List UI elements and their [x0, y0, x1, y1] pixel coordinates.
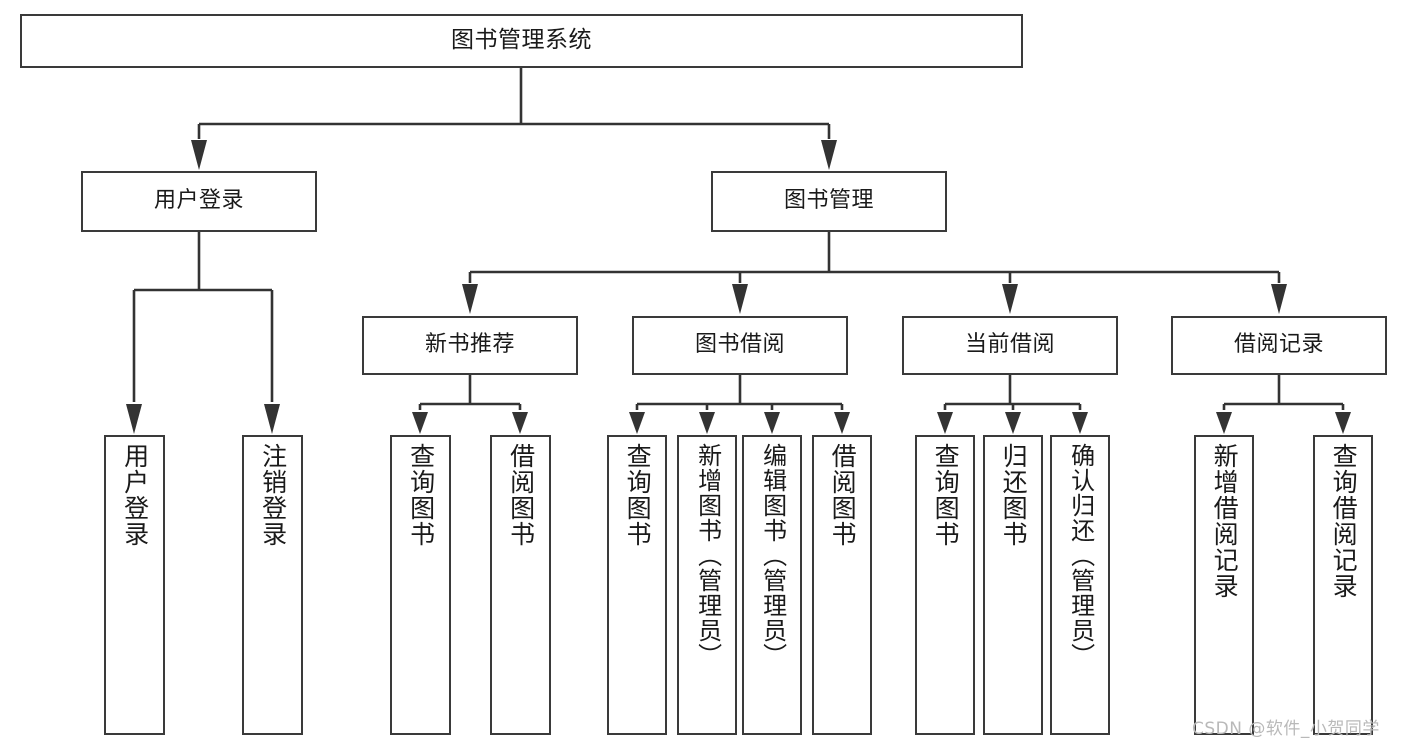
node-label: 查询图书 — [931, 443, 961, 547]
node-label: 新书推荐 — [424, 332, 515, 358]
node-label: 新增借阅记录 — [1210, 443, 1240, 599]
leaf-record-query-record[interactable]: 查询借阅记录 — [1313, 435, 1373, 735]
node-new-book-recommend[interactable]: 新书推荐 — [362, 316, 578, 375]
leaf-borrow-add-book-admin[interactable]: 新增图书（管理员） — [677, 435, 737, 735]
node-label: 借阅记录 — [1233, 332, 1324, 358]
node-borrow-record[interactable]: 借阅记录 — [1171, 316, 1387, 375]
node-label: 归还图书 — [999, 443, 1029, 547]
leaf-current-query-book[interactable]: 查询图书 — [915, 435, 975, 735]
csdn-watermark: CSDN @软件_小贺同学 — [1192, 719, 1380, 739]
node-current-borrow[interactable]: 当前借阅 — [902, 316, 1118, 375]
node-label: 查询图书 — [623, 443, 653, 547]
node-label: 注销登录 — [258, 443, 288, 547]
node-book-management[interactable]: 图书管理 — [711, 171, 947, 232]
node-label: 借阅图书 — [506, 443, 536, 547]
leaf-borrow-edit-book-admin[interactable]: 编辑图书（管理员） — [742, 435, 802, 735]
node-label: 借阅图书 — [828, 443, 858, 547]
node-label: 用户登录 — [153, 188, 244, 214]
node-label: 图书管理 — [783, 188, 874, 214]
node-label: 图书借阅 — [694, 332, 785, 358]
leaf-current-confirm-return-admin[interactable]: 确认归还（管理员） — [1050, 435, 1110, 735]
leaf-user-login-login[interactable]: 用户登录 — [104, 435, 165, 735]
leaf-record-add-record[interactable]: 新增借阅记录 — [1194, 435, 1254, 735]
node-book-borrow[interactable]: 图书借阅 — [632, 316, 848, 375]
leaf-borrow-query-book[interactable]: 查询图书 — [607, 435, 667, 735]
leaf-borrow-borrow-book[interactable]: 借阅图书 — [812, 435, 872, 735]
leaf-recommend-query-book[interactable]: 查询图书 — [390, 435, 451, 735]
node-label: 查询图书 — [406, 443, 436, 547]
node-root-system[interactable]: 图书管理系统 — [20, 14, 1023, 68]
node-label: 编辑图书（管理员） — [758, 443, 787, 668]
node-label: 确认归还（管理员） — [1066, 443, 1095, 668]
node-label: 图书管理系统 — [451, 27, 592, 54]
leaf-current-return-book[interactable]: 归还图书 — [983, 435, 1043, 735]
node-label: 用户登录 — [120, 443, 150, 547]
node-user-login[interactable]: 用户登录 — [81, 171, 317, 232]
node-label: 当前借阅 — [964, 332, 1055, 358]
node-label: 查询借阅记录 — [1329, 443, 1359, 599]
node-label: 新增图书（管理员） — [693, 443, 722, 668]
leaf-user-login-logout[interactable]: 注销登录 — [242, 435, 303, 735]
leaf-recommend-borrow-book[interactable]: 借阅图书 — [490, 435, 551, 735]
